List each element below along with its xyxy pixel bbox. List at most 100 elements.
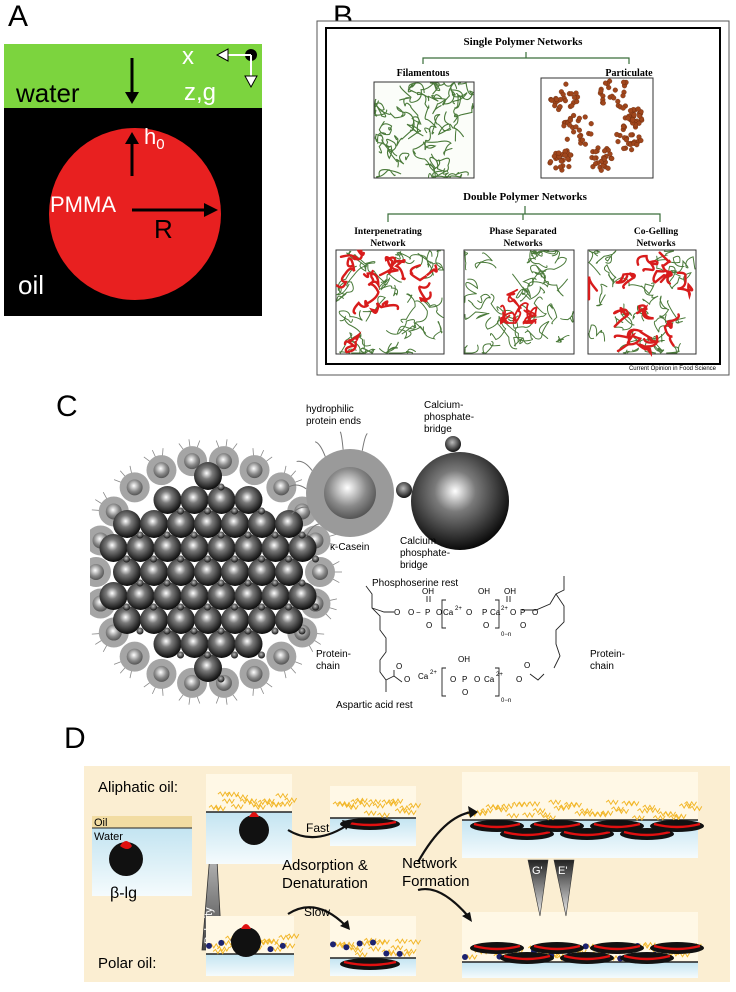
svg-text:O: O — [462, 688, 468, 697]
bridge-top-label-1: Calcium- — [424, 400, 463, 411]
panel-c-letter: C — [56, 390, 78, 423]
svg-text:0−n: 0−n — [501, 632, 511, 638]
gap-label: h0 — [144, 124, 165, 153]
svg-text:P: P — [520, 608, 525, 617]
svg-text:OH: OH — [458, 655, 470, 664]
aliphatic-denatured-scene — [330, 786, 422, 846]
bridge-small — [396, 482, 412, 498]
blg-label: β-lg — [110, 885, 137, 902]
hydrophilic-label-1: hydrophilic — [306, 404, 354, 415]
bridge-top-label-3: bridge — [424, 424, 452, 435]
slow-label: Slow — [304, 905, 330, 919]
bridge-small-top — [445, 436, 461, 452]
phase-separated-label-2: Networks — [503, 239, 542, 249]
process-arrowheads — [340, 806, 478, 930]
svg-text:Ca: Ca — [443, 608, 454, 617]
svg-text:O: O — [474, 675, 480, 684]
polar-adsorption-scene — [206, 916, 300, 976]
g-prime-label: G' — [532, 865, 543, 877]
filamentous-label: Filamentous — [397, 68, 450, 79]
water-label: water — [15, 78, 80, 108]
svg-text:O: O — [426, 621, 432, 630]
aliphatic-oil-label: Aliphatic oil: — [98, 779, 178, 796]
adsorption-label-1: Adsorption & — [282, 857, 368, 874]
z-axis-head — [244, 75, 258, 89]
svg-text:O: O — [524, 661, 530, 670]
single-networks-title: Single Polymer Networks — [464, 36, 584, 48]
protein-chain-right-1: Protein- — [590, 649, 625, 660]
network-label-2: Formation — [402, 873, 470, 890]
svg-text:OH: OH — [504, 587, 516, 596]
aliphatic-adsorption-scene — [206, 774, 298, 864]
svg-text:2+: 2+ — [501, 606, 508, 612]
svg-text:O: O — [516, 675, 522, 684]
process-arrows — [287, 810, 473, 927]
protein-chain-left-1: Protein- — [316, 649, 351, 660]
svg-text:O: O — [396, 662, 402, 671]
panel-c-diagram: hydrophilic protein ends Calcium- phosph… — [90, 400, 625, 711]
e-prime-wedge — [553, 859, 575, 917]
micelle-legend — [288, 431, 509, 550]
blg-protein — [109, 842, 143, 876]
svg-text:P: P — [425, 608, 430, 617]
phosphoserine-label: Phosphoserine rest — [372, 578, 458, 589]
aspartic-label: Aspartic acid rest — [336, 700, 413, 711]
svg-text:2+: 2+ — [496, 672, 503, 678]
oil-water-inset — [92, 816, 192, 896]
bridge-mid-label-2: phosphate- — [400, 548, 450, 559]
phase-separated-label-1: Phase Separated — [489, 227, 557, 237]
interpenetrating-label-1: Interpenetrating — [354, 227, 422, 237]
particulate-label: Particulate — [605, 68, 653, 79]
inset-water-label: Water — [94, 831, 123, 843]
svg-text:O: O — [483, 621, 489, 630]
panel-d-letter: D — [64, 722, 86, 755]
casein-micelle — [90, 439, 342, 705]
bridge-mid-label-3: bridge — [400, 560, 428, 571]
filamentous-network — [373, 81, 475, 179]
bridge-mid-label-1: Calcium — [400, 536, 436, 547]
interpenetrating-label-2: Network — [370, 239, 406, 249]
e-prime-label: E' — [558, 865, 567, 877]
panel-a-diagram: water oil PMMA h0 R x z,g — [4, 44, 262, 316]
svg-text:Ca: Ca — [490, 608, 501, 617]
svg-text:O: O — [394, 608, 400, 617]
sub-micelle — [411, 452, 509, 550]
double-networks-title: Double Polymer Networks — [463, 191, 588, 203]
g-prime-wedge — [527, 859, 549, 917]
svg-text:P: P — [482, 608, 487, 617]
x-axis-label: x — [182, 44, 194, 70]
pmma-label: PMMA — [50, 192, 116, 217]
svg-text:O: O — [436, 608, 442, 617]
bridge-top-label-2: phosphate- — [424, 412, 474, 423]
polar-oil-label: Polar oil: — [98, 955, 156, 972]
phase-separated-network — [463, 249, 575, 355]
panel-b-diagram: Single Polymer Networks Filamentous Part… — [316, 20, 730, 376]
cogelling-label-2: Networks — [636, 239, 675, 249]
cogelling-network — [587, 249, 697, 357]
svg-text:Ca: Ca — [418, 672, 429, 681]
aliphatic-network-scene — [462, 772, 704, 858]
svg-text:0−n: 0−n — [501, 698, 511, 704]
particulate-network — [540, 77, 654, 179]
phosphate-groups: OH P O O O O − Ca 2+ OH P O O Ca 2+ 0−n … — [394, 587, 538, 704]
svg-text:2+: 2+ — [430, 670, 437, 676]
svg-text:O: O — [404, 675, 410, 684]
svg-text:OH: OH — [478, 587, 490, 596]
zg-axis-label: z,g — [184, 79, 216, 106]
adsorption-label-2: Denaturation — [282, 875, 368, 892]
network-label-1: Network — [402, 855, 458, 872]
svg-text:OH: OH — [422, 587, 434, 596]
gap-arrowhead — [125, 132, 139, 144]
panel-a-letter: A — [8, 0, 29, 33]
svg-text:O: O — [408, 608, 414, 617]
protein-chain-left-2: chain — [316, 661, 340, 672]
x-axis-head — [215, 48, 229, 62]
radius-arrowhead — [204, 203, 218, 217]
cogelling-label-1: Co-Gelling — [634, 227, 679, 237]
protein-chain-right-2: chain — [590, 661, 614, 672]
hydrophilic-label-2: protein ends — [306, 416, 361, 427]
svg-text:O: O — [532, 608, 538, 617]
fast-label: Fast — [306, 821, 330, 835]
polar-network-scene — [462, 912, 704, 978]
interface-arrowhead — [125, 92, 139, 104]
